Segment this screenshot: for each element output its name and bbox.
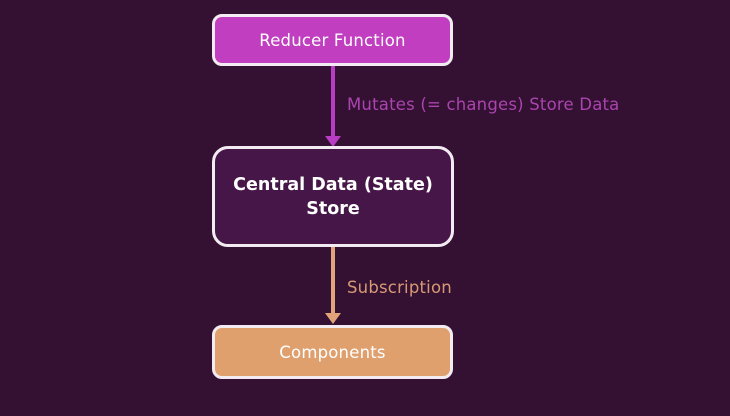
edge-mutates-arrowhead-icon	[325, 136, 341, 147]
node-components: Components	[212, 325, 453, 379]
node-central-store-label-line1: Central Data (State)	[233, 174, 433, 195]
edge-subscription-arrowhead-icon	[325, 313, 341, 324]
edge-subscription-label: Subscription	[347, 278, 452, 297]
node-central-data-state-store: Central Data (State) Store	[212, 146, 454, 247]
node-reducer-function-label: Reducer Function	[259, 30, 406, 50]
edge-mutates-arrow-line	[331, 66, 335, 137]
node-central-store-label-line2: Store	[306, 198, 360, 219]
edge-subscription-arrow-line	[331, 247, 335, 314]
node-reducer-function: Reducer Function	[212, 14, 453, 66]
edge-mutates-label: Mutates (= changes) Store Data	[347, 95, 620, 114]
node-components-label: Components	[279, 342, 386, 362]
